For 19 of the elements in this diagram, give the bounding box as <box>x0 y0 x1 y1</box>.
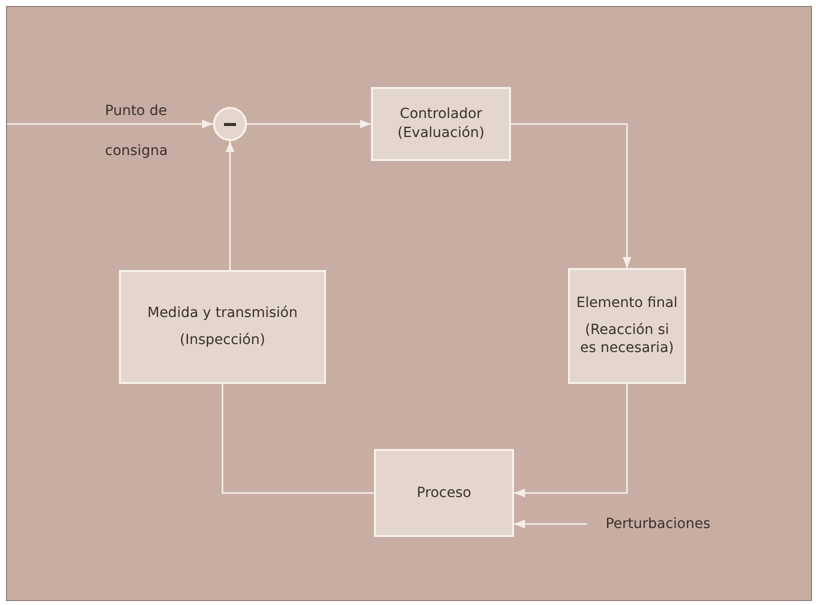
arrow <box>514 520 587 528</box>
summing-junction <box>213 107 247 141</box>
arrow <box>511 123 632 268</box>
input-label: Perturbaciones <box>606 514 710 534</box>
arrow <box>7 120 213 128</box>
box-subtitle: (Reacción si es necesaria) <box>579 320 675 358</box>
arrow <box>514 384 628 498</box>
box-title: Controlador (Evaluación) <box>396 105 486 143</box>
process-box <box>119 270 326 384</box>
arrow <box>247 120 371 128</box>
process-box <box>374 449 514 537</box>
box-subtitle: (Inspección) <box>180 331 266 350</box>
process-box <box>371 87 511 161</box>
edge-label: Punto de consigna <box>105 102 169 161</box>
process-box <box>568 268 686 384</box>
box-title: Medida y transmisión <box>147 304 298 323</box>
arrow <box>226 141 234 270</box>
box-title: Elemento final <box>576 294 678 313</box>
box-title: Proceso <box>416 484 472 502</box>
